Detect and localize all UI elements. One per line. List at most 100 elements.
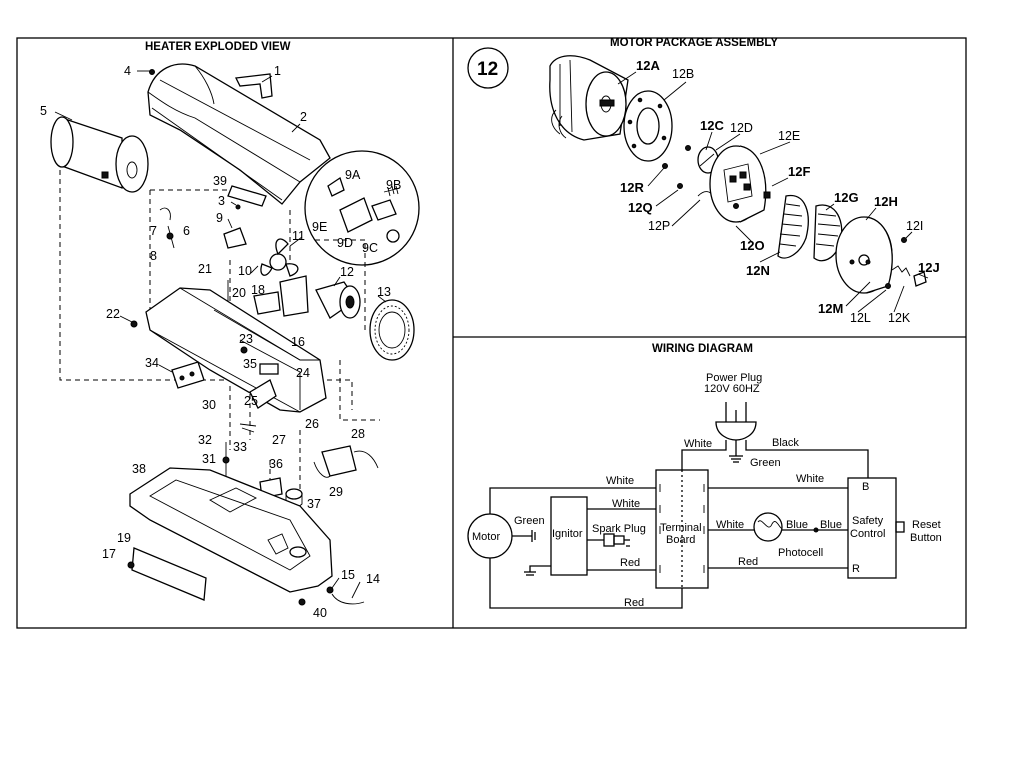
callout-40: 40 xyxy=(313,606,327,620)
motor-package-drawing xyxy=(549,55,927,294)
safety-red-wire-label: Red xyxy=(738,556,758,568)
callout-12d: 12D xyxy=(730,121,753,135)
heater-exploded-drawing xyxy=(50,63,420,606)
callout-29: 29 xyxy=(329,485,343,499)
callout-12p: 12P xyxy=(648,219,670,233)
filter-12n xyxy=(777,194,809,259)
callout-35: 35 xyxy=(243,357,257,371)
motor-part xyxy=(315,281,361,319)
callout-9: 9 xyxy=(216,211,223,225)
callout-23: 23 xyxy=(239,332,253,346)
callout-30: 30 xyxy=(202,398,216,412)
callout-21: 21 xyxy=(198,262,212,276)
ignitor-assembly-inset xyxy=(304,150,420,266)
callout-4: 4 xyxy=(124,64,131,78)
callout-12: 12 xyxy=(340,265,354,279)
callout-19: 19 xyxy=(117,531,131,545)
safety-b-terminal: B xyxy=(862,481,869,493)
callout-27: 27 xyxy=(272,433,286,447)
motor-label: Motor xyxy=(472,531,500,543)
callout-9e: 9E xyxy=(312,220,327,234)
callout-22: 22 xyxy=(106,307,120,321)
plug-green-wire-label: Green xyxy=(750,457,781,469)
callout-7: 7 xyxy=(150,224,157,238)
callout-3: 3 xyxy=(218,194,225,208)
plug-black-wire-label: Black xyxy=(772,437,799,449)
callout-34: 34 xyxy=(145,356,159,370)
button-label: Button xyxy=(910,532,942,544)
pump-housing-12e xyxy=(709,145,771,223)
callout-26: 26 xyxy=(305,417,319,431)
callout-5: 5 xyxy=(40,104,47,118)
callout-12j: 12J xyxy=(918,260,940,275)
photocell-label: Photocell xyxy=(778,547,823,559)
reset-label: Reset xyxy=(912,519,941,531)
power-plug-symbol xyxy=(715,402,757,463)
power-plug-label: Power Plug xyxy=(706,372,762,384)
callout-6: 6 xyxy=(183,224,190,238)
callout-9c: 9C xyxy=(362,241,378,255)
safety-white-wire-label: White xyxy=(796,473,824,485)
fan-blade-part xyxy=(260,238,299,277)
callout-31: 31 xyxy=(202,452,216,466)
handle-part xyxy=(235,73,273,99)
callout-25: 25 xyxy=(244,394,258,408)
callout-18: 18 xyxy=(251,283,265,297)
callout-2: 2 xyxy=(300,110,307,124)
end-cover-12h xyxy=(835,216,893,294)
fan-guard-part xyxy=(369,299,415,361)
terminal-board-label-1: Terminal xyxy=(660,522,702,534)
callout-12n: 12N xyxy=(746,263,770,278)
callout-12k: 12K xyxy=(888,311,911,325)
ignitor-box xyxy=(550,496,588,576)
motor-body-12a xyxy=(549,55,629,141)
callout-17: 17 xyxy=(102,547,116,561)
callout-24: 24 xyxy=(296,366,310,380)
callout-11: 11 xyxy=(292,229,305,243)
callout-39: 39 xyxy=(213,174,227,188)
voltage-label: 120V 60HZ xyxy=(704,383,760,395)
fuel-tank-part xyxy=(129,467,333,593)
callout-12a: 12A xyxy=(636,58,660,73)
callout-14: 14 xyxy=(366,572,380,586)
motor-leader-lines xyxy=(617,71,929,313)
callout-12i: 12I xyxy=(906,219,923,233)
ignitor-white-wire-label: White xyxy=(612,498,640,510)
callout-10: 10 xyxy=(238,264,252,278)
callout-12f: 12F xyxy=(788,164,810,179)
ignitor-red-wire-label: Red xyxy=(620,557,640,569)
spark-plug-symbol xyxy=(587,533,630,547)
callout-12m: 12M xyxy=(818,301,843,316)
flange-12b xyxy=(623,90,673,162)
callout-12h: 12H xyxy=(874,194,898,209)
motor-assembly-title: MOTOR PACKAGE ASSEMBLY xyxy=(610,37,778,49)
callout-38: 38 xyxy=(132,462,146,476)
callout-16: 16 xyxy=(291,335,305,349)
ignitor-label: Ignitor xyxy=(552,528,583,540)
callout-12r: 12R xyxy=(620,180,644,195)
callout-12l: 12L xyxy=(850,311,871,325)
callout-32: 32 xyxy=(198,433,212,447)
callout-12g: 12G xyxy=(834,190,859,205)
photocell-blue-wire-1: Blue xyxy=(786,519,808,531)
callout-9d: 9D xyxy=(337,236,353,250)
callout-8: 8 xyxy=(150,249,157,263)
motor-package-badge: 12 xyxy=(467,47,509,89)
svg-text:12: 12 xyxy=(477,59,498,80)
exploded-leader-lines xyxy=(54,70,387,599)
exploded-view-callouts: 1 2 3 4 5 6 7 8 9 9A 9B 9C 9D 9E 10 11 1… xyxy=(40,64,401,620)
callout-9b: 9B xyxy=(386,178,401,192)
callout-15: 15 xyxy=(341,568,355,582)
callout-1: 1 xyxy=(274,64,281,78)
callout-33: 33 xyxy=(233,440,247,454)
callout-13: 13 xyxy=(377,285,391,299)
motor-white-wire-label: White xyxy=(606,475,634,487)
callout-9a: 9A xyxy=(345,168,361,182)
photocell-blue-wire-2: Blue xyxy=(820,519,842,531)
wiring-diagram-title: WIRING DIAGRAM xyxy=(652,343,753,355)
pump-part xyxy=(313,445,379,478)
safety-r-terminal: R xyxy=(852,563,860,575)
diagram-frames xyxy=(16,37,967,629)
callout-36: 36 xyxy=(269,457,283,471)
